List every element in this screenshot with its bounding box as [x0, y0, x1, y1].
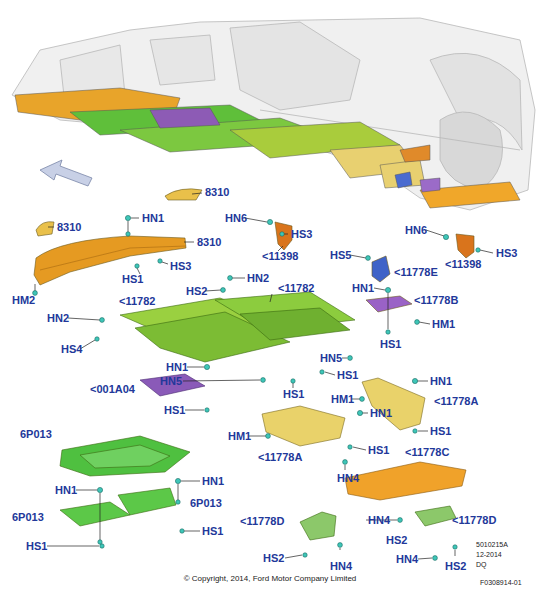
fastener-code: HS1 — [380, 338, 401, 350]
fastener-code: HS1 — [202, 525, 223, 537]
fastener-code: HN1 — [370, 407, 392, 419]
part-number: <11778C — [405, 446, 449, 458]
fastener-code: HS1 — [368, 444, 389, 456]
fastener-code: HS2 — [386, 534, 407, 546]
fastener-code: HN4 — [368, 514, 390, 526]
fastener-code: HS2 — [445, 560, 466, 572]
fastener-code: HS1 — [283, 388, 304, 400]
fastener-code: HN1 — [430, 375, 452, 387]
fastener-code: HS3 — [496, 247, 517, 259]
part-number: 8310 — [57, 221, 81, 233]
fastener-code: HN4 — [330, 560, 352, 572]
fastener-code: HN4 — [396, 553, 418, 565]
fastener-code: HN6 — [405, 224, 427, 236]
fastener-code: HS3 — [291, 228, 312, 240]
fastener-code: HM2 — [12, 294, 35, 306]
fastener-code: HS5 — [330, 249, 351, 261]
fastener-code: HS2 — [263, 552, 284, 564]
part-number: <11778A — [258, 451, 302, 463]
part-number: <001A04 — [90, 383, 135, 395]
fastener-code: HN2 — [247, 272, 269, 284]
fastener-code: HS2 — [186, 285, 207, 297]
part-number: <11778D — [452, 514, 496, 526]
fastener-code: HN1 — [166, 361, 188, 373]
fastener-code: HS1 — [122, 273, 143, 285]
part-number: 6P013 — [20, 428, 52, 440]
drawing-code: 12-2014 — [476, 551, 502, 559]
fastener-code: HS1 — [26, 540, 47, 552]
fastener-code: HM1 — [331, 393, 354, 405]
part-number: <11778D — [240, 515, 284, 527]
fastener-code: HN1 — [202, 475, 224, 487]
fastener-code: HN4 — [337, 472, 359, 484]
part-number: 6P013 — [190, 497, 222, 509]
fastener-code: HS4 — [61, 343, 82, 355]
drawing-code: DQ — [476, 561, 487, 569]
copyright-caption: © Copyright, 2014, Ford Motor Company Li… — [184, 574, 357, 583]
part-number: <11398 — [445, 258, 481, 270]
fastener-code: HM1 — [432, 318, 455, 330]
fastener-code: HS1 — [430, 425, 451, 437]
fastener-code: HM1 — [228, 430, 251, 442]
fastener-code: HN1 — [55, 484, 77, 496]
fastener-code: HN2 — [47, 312, 69, 324]
part-number: <11778E — [394, 266, 438, 278]
fastener-code: HN5 — [160, 375, 182, 387]
part-number: <11782 — [278, 282, 314, 294]
part-number: <11782 — [119, 295, 155, 307]
part-number: 8310 — [197, 236, 221, 248]
fastener-code: HS1 — [164, 404, 185, 416]
part-number: <11398 — [262, 250, 298, 262]
part-number: 6P013 — [12, 511, 44, 523]
fastener-code: HN1 — [352, 282, 374, 294]
drawing-code: F0308914-01 — [480, 579, 522, 587]
fastener-code: HS3 — [170, 260, 191, 272]
part-number: 8310 — [205, 186, 229, 198]
part-number: <11778A — [434, 395, 478, 407]
drawing-code: 5010215A — [476, 541, 508, 549]
fastener-code: HS1 — [337, 369, 358, 381]
fastener-code: HN6 — [225, 212, 247, 224]
part-number: <11778B — [414, 294, 458, 306]
fastener-code: HN1 — [142, 212, 164, 224]
fastener-code: HN5 — [320, 352, 342, 364]
